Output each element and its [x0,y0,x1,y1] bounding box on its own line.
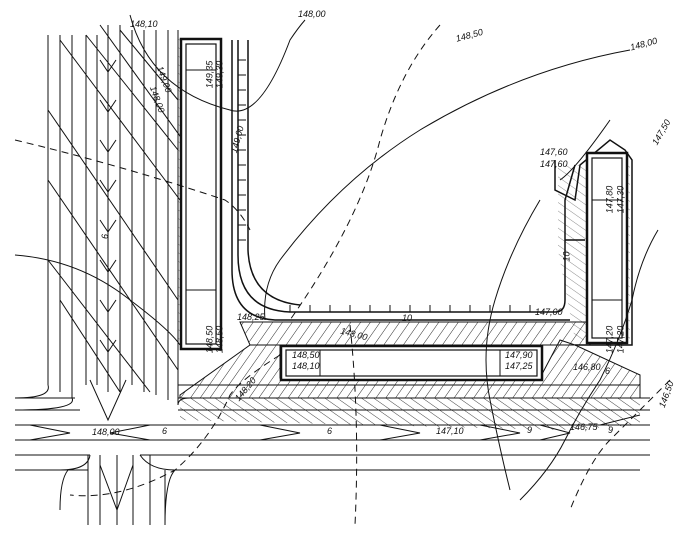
building-a [179,37,223,351]
slope-value: 6 [327,426,333,436]
slope-value: 10 [561,251,572,262]
contour-label: 148,00 [298,9,326,19]
building-a-level: 149,30 [214,60,225,89]
slope-value: 9 [527,425,533,435]
courtyard-outline [231,40,633,346]
slope-value: 9 [608,425,614,435]
building-b-level: 148,50 [292,350,320,360]
building-b [279,344,544,382]
building-a-level: 148,50 [204,325,215,354]
slope-value: 10 [402,313,413,323]
spot-level: 147,10 [436,426,464,436]
building-c-level: 147,80 [604,185,615,214]
contour-label: 147,60 [540,147,568,157]
spot-level: 147,00 [535,307,563,317]
spot-level: 146,80 [573,362,601,372]
building-c-level: 147,30 [615,185,626,214]
slope-value: 6 [162,426,168,436]
building-c-level: 147,20 [604,325,615,354]
building-a-level: 148,50 [214,325,225,354]
contour-lines [14,14,671,526]
spot-level: 146,75 [570,422,598,432]
building-b-level: 147,25 [505,361,533,371]
slope-value: 6 [100,233,111,240]
building-a-level: 149,35 [204,60,215,89]
spot-level: 148,00 [92,427,120,437]
building-b-level: 148,10 [292,361,320,371]
building-b-level: 147,90 [505,350,533,360]
spot-level: 147,60 [540,159,568,169]
building-c [585,151,629,345]
slope-value: 6 [605,366,611,376]
contour-label: 148,10 [130,19,158,29]
spot-level: 148,25 [237,312,265,322]
building-c-level: 147,20 [615,325,626,354]
